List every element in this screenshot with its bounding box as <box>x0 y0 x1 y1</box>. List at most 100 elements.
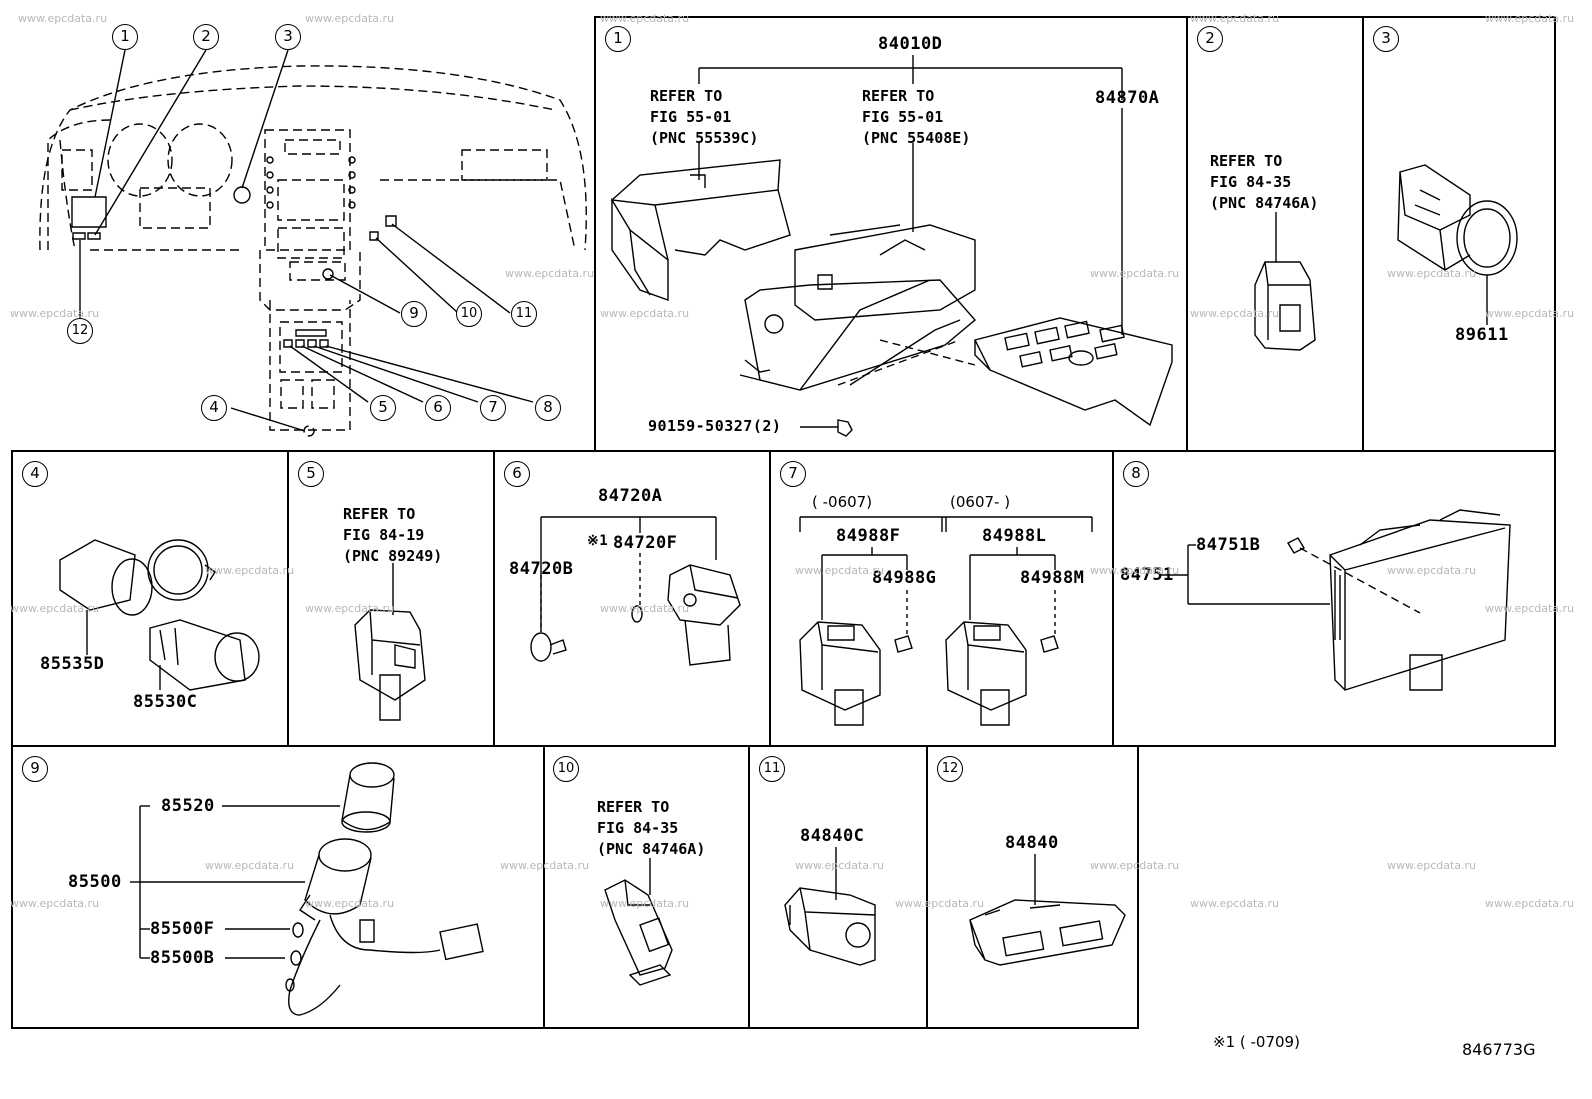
applicability-mark: ※1 <box>587 533 609 549</box>
watermark: www.epcdata.ru <box>1485 12 1575 25</box>
part-84720B[interactable]: 84720B <box>509 559 574 579</box>
p1-refer-b-line1: REFER TO <box>862 87 935 105</box>
p1-left-bracket-shape <box>612 160 790 300</box>
p6-parts <box>531 565 740 665</box>
part-85500[interactable]: 85500 <box>68 872 122 892</box>
panel-10-number: 10 <box>553 756 579 782</box>
overview-callout-6[interactable]: 6 <box>425 395 451 421</box>
part-89611[interactable]: 89611 <box>1455 325 1509 345</box>
p8-lines <box>1160 545 1330 604</box>
p1-refer-a-line1: REFER TO <box>650 87 723 105</box>
part-84870A[interactable]: 84870A <box>1095 88 1160 108</box>
p2-switch <box>1255 212 1315 350</box>
overview-callout-4[interactable]: 4 <box>201 395 227 421</box>
part-84751[interactable]: 84751 <box>1120 565 1174 585</box>
watermark: www.epcdata.ru <box>1387 267 1477 280</box>
p1-refer-a-line2: FIG 55-01 <box>650 108 732 126</box>
p9-socket-harness <box>286 839 483 1015</box>
p5-refer-line3: (PNC 89249) <box>343 547 443 565</box>
watermark: www.epcdata.ru <box>600 307 690 320</box>
watermark: www.epcdata.ru <box>795 859 885 872</box>
part-85530C[interactable]: 85530C <box>133 692 198 712</box>
p4-socket-cover <box>60 540 215 655</box>
p9-bracket-lines <box>130 806 340 958</box>
watermark: www.epcdata.ru <box>1190 12 1280 25</box>
p11-switch <box>785 847 875 965</box>
p1-refer-b-line3: (PNC 55408E) <box>862 129 971 147</box>
p6-leader-dashed <box>541 553 640 632</box>
p7-date-range-b: (0607- ) <box>950 493 1011 511</box>
overview-callout-10[interactable]: 10 <box>456 301 482 327</box>
panel-1-number: 1 <box>605 26 631 52</box>
p10-refer-line3: (PNC 84746A) <box>597 840 706 858</box>
panel-8-number: 8 <box>1123 461 1149 487</box>
watermark: www.epcdata.ru <box>205 564 295 577</box>
p5-refer[interactable]: REFER TO FIG 84-19 (PNC 89249) <box>343 504 442 567</box>
p10-refer-line1: REFER TO <box>597 798 670 816</box>
panel-8 <box>1112 450 1556 747</box>
watermark: www.epcdata.ru <box>10 307 100 320</box>
part-85535D[interactable]: 85535D <box>40 654 105 674</box>
watermark: www.epcdata.ru <box>10 602 100 615</box>
part-84988G[interactable]: 84988G <box>872 568 937 588</box>
part-84751B[interactable]: 84751B <box>1196 535 1261 555</box>
p1-refer-b[interactable]: REFER TO FIG 55-01 (PNC 55408E) <box>862 86 970 149</box>
watermark: www.epcdata.ru <box>1485 307 1575 320</box>
part-84988L[interactable]: 84988L <box>982 526 1047 546</box>
part-90159-50327[interactable]: 90159-50327(2) <box>648 417 782 435</box>
p5-switch <box>355 563 425 720</box>
panel-11-number: 11 <box>759 756 785 782</box>
overview-callout-12[interactable]: 12 <box>67 318 93 344</box>
dashboard-solid-details <box>72 157 396 347</box>
part-84840[interactable]: 84840 <box>1005 833 1059 853</box>
dashboard-outline <box>40 66 586 436</box>
watermark: www.epcdata.ru <box>305 12 395 25</box>
p7-date-range-a: ( -0607) <box>812 493 873 511</box>
p1-bracket-lines <box>699 55 1122 427</box>
panel-5-number: 5 <box>298 461 324 487</box>
panel-9-number: 9 <box>22 756 48 782</box>
overview-callout-7[interactable]: 7 <box>480 395 506 421</box>
part-84988M[interactable]: 84988M <box>1020 568 1085 588</box>
part-85500B[interactable]: 85500B <box>150 948 215 968</box>
watermark: www.epcdata.ru <box>1190 307 1280 320</box>
p1-refer-a[interactable]: REFER TO FIG 55-01 (PNC 55539C) <box>650 86 758 149</box>
watermark: www.epcdata.ru <box>305 897 395 910</box>
part-84720A[interactable]: 84720A <box>598 486 663 506</box>
p10-refer-line2: FIG 84-35 <box>597 819 679 837</box>
overview-callout-1[interactable]: 1 <box>112 24 138 50</box>
footnote: ※1 ( -0709) <box>1213 1033 1300 1051</box>
watermark: www.epcdata.ru <box>1387 564 1477 577</box>
p1-console-housing <box>740 225 975 390</box>
part-85520[interactable]: 85520 <box>161 796 215 816</box>
p7-bracket-lines <box>800 517 1092 620</box>
overview-callout-8[interactable]: 8 <box>535 395 561 421</box>
watermark: www.epcdata.ru <box>205 859 295 872</box>
p2-refer-line2: FIG 84-35 <box>1210 173 1292 191</box>
part-84010D[interactable]: 84010D <box>878 34 943 54</box>
p8-module <box>1288 510 1510 690</box>
p4-socket <box>150 620 259 690</box>
p7-switch-a <box>800 622 912 725</box>
p10-refer[interactable]: REFER TO FIG 84-35 (PNC 84746A) <box>597 797 705 860</box>
panel-7-number: 7 <box>780 461 806 487</box>
p1-switch-panel <box>975 318 1172 425</box>
overview-callout-11[interactable]: 11 <box>511 301 537 327</box>
part-84988F[interactable]: 84988F <box>836 526 901 546</box>
panel-12-number: 12 <box>937 756 963 782</box>
watermark: www.epcdata.ru <box>1090 564 1180 577</box>
p1-screw <box>838 420 852 436</box>
part-84720F[interactable]: 84720F <box>613 533 678 553</box>
overview-callout-2[interactable]: 2 <box>193 24 219 50</box>
overview-callout-5[interactable]: 5 <box>370 395 396 421</box>
part-84840C[interactable]: 84840C <box>800 826 865 846</box>
part-85500F[interactable]: 85500F <box>150 919 215 939</box>
overview-callout-9[interactable]: 9 <box>401 301 427 327</box>
watermark: www.epcdata.ru <box>1485 602 1575 615</box>
p2-refer[interactable]: REFER TO FIG 84-35 (PNC 84746A) <box>1210 151 1318 214</box>
p7-switch-b <box>946 622 1058 725</box>
p10-switch <box>605 858 672 985</box>
p2-refer-line3: (PNC 84746A) <box>1210 194 1319 212</box>
watermark: www.epcdata.ru <box>505 267 595 280</box>
overview-callout-3[interactable]: 3 <box>275 24 301 50</box>
